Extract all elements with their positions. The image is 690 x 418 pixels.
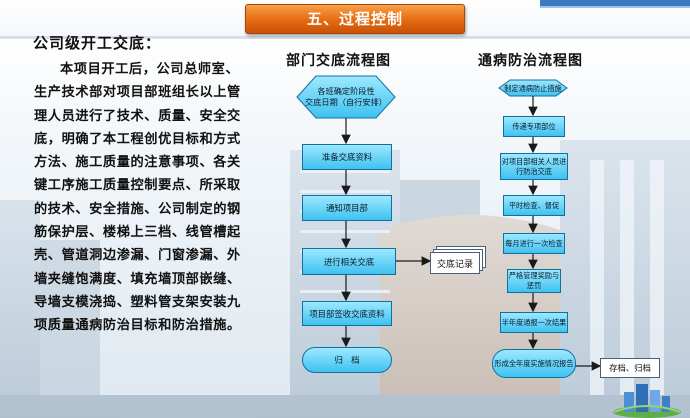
step-half-year-report: 半年度通报一次结果: [500, 312, 568, 333]
section-subtitle: 公司级开工交底：: [33, 34, 162, 52]
archive-doc: 存档、归档: [600, 358, 660, 378]
dept-start-label: 各班确定阶段性 交底日期（自行安排）: [300, 86, 392, 108]
header-corner-decoration: [540, 0, 690, 8]
defect-start-label: 制定通病防止措施: [504, 84, 562, 93]
dept-start-decision: [296, 75, 396, 119]
slide-title: 五、过程控制: [245, 4, 465, 34]
briefing-record-doc: 交底记录: [430, 252, 480, 274]
defect-start-decision: [498, 79, 568, 97]
step-annual-report: 形成全年度实施情况报告: [492, 349, 576, 378]
city-logo-icon: [613, 384, 681, 418]
step-archive: 归 档: [302, 347, 392, 373]
dept-start-line2: 交底日期（自行安排）: [305, 97, 387, 107]
step-briefing-staff: 对项目部相关人员进行防治交底: [500, 153, 568, 180]
header-divider: [0, 36, 690, 39]
step-routine-check: 平时检查、督促: [503, 195, 565, 216]
step-transfer-parts: 传递专项部位: [503, 116, 565, 137]
step-prepare-materials: 准备交底资料: [302, 144, 392, 170]
step-reward-penalty: 严格管理奖励与惩罚: [507, 269, 561, 293]
dept-flowchart-title: 部门交底流程图: [286, 53, 391, 69]
defect-flowchart-title: 通病防治流程图: [478, 53, 583, 69]
dept-start-line1: 各班确定阶段性: [317, 86, 375, 96]
step-conduct-briefing: 进行相关交底: [302, 248, 396, 275]
body-paragraph: 本项目开工后，公司总师室、生产技术部对项目部班组长以上管理人员进行了技术、质量、…: [34, 62, 241, 334]
step-sign-materials: 项目部签收交底资料: [302, 301, 392, 326]
step-notify-project: 通知项目部: [302, 195, 392, 221]
step-monthly-check: 每月进行一次检查: [503, 233, 565, 254]
